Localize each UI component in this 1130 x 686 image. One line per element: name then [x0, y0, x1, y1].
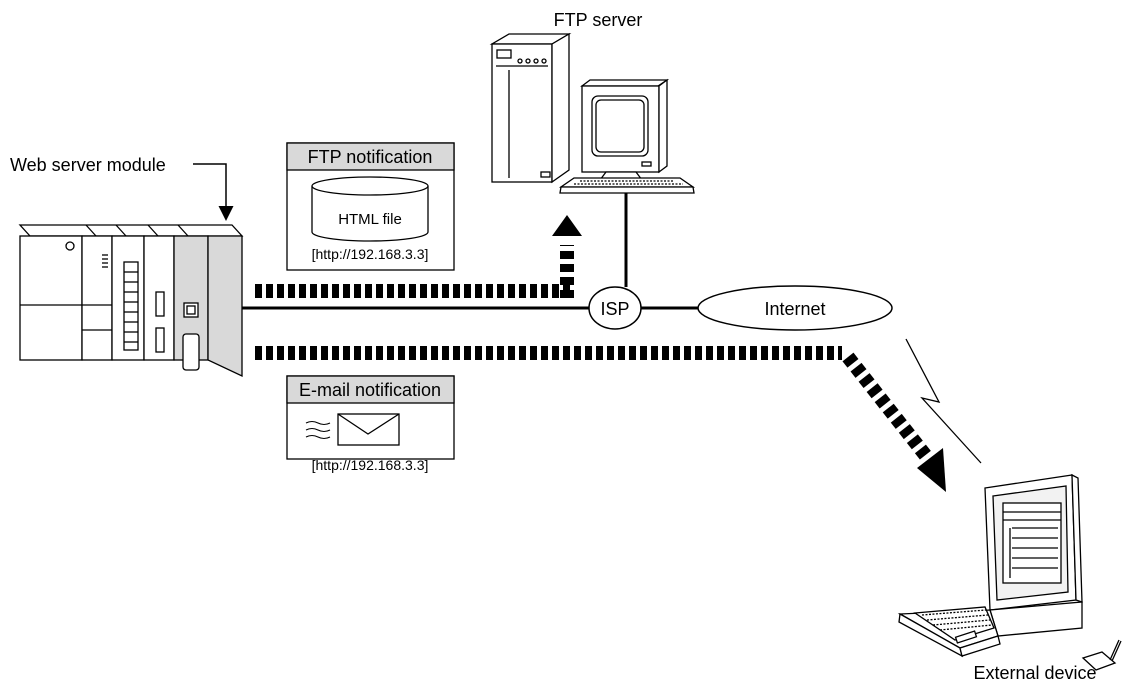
ftp-notification-box: FTP notification HTML file [http://192.1…: [286, 142, 455, 271]
web-server-module-label: Web server module: [10, 155, 166, 175]
email-down-arrow: [917, 448, 946, 492]
motion-lines-icon: [305, 420, 331, 440]
wireless-bolt-icon: [905, 338, 982, 464]
ftp-upload-arrow: [552, 215, 582, 236]
ftp-notification-title: FTP notification: [308, 147, 433, 167]
email-dashed-diagonal: [842, 352, 932, 461]
internet-label: Internet: [764, 299, 825, 319]
email-url-label: [http://192.168.3.3]: [312, 457, 429, 473]
database-icon: [311, 176, 429, 242]
ftp-url-label: [http://192.168.3.3]: [312, 246, 429, 262]
external-device-label: External device: [973, 663, 1096, 683]
internet-node: Internet: [697, 285, 893, 331]
laptop-icon: [897, 473, 1122, 671]
html-file-label: HTML file: [338, 211, 402, 228]
isp-node: ISP: [588, 286, 642, 330]
ftp-server-icon: [489, 32, 696, 194]
isp-label: ISP: [600, 299, 629, 319]
module-pointer-line: [193, 163, 234, 221]
web-server-module-icon: [18, 224, 244, 378]
envelope-icon: [337, 413, 400, 446]
email-notification-title: E-mail notification: [299, 380, 441, 400]
email-notification-box: E-mail notification [http://192.168.3.3]: [286, 375, 455, 473]
ftp-server-label: FTP server: [554, 10, 643, 30]
